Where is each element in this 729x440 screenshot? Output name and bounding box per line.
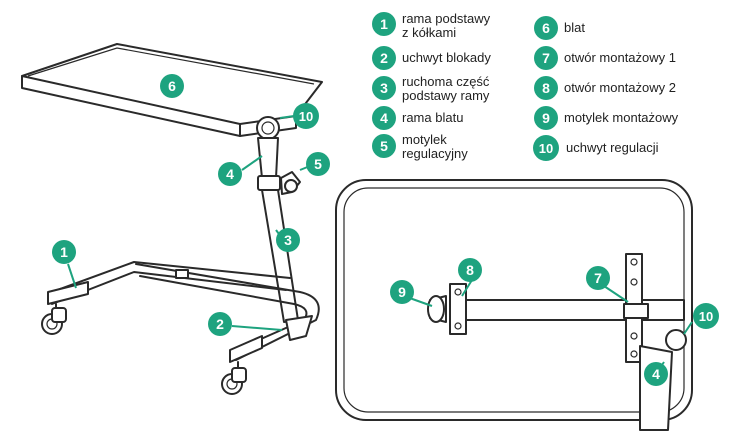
svg-text:5: 5 <box>380 138 388 154</box>
svg-text:otwór montażowy 1: otwór montażowy 1 <box>564 50 676 65</box>
svg-text:uchwyt blokady: uchwyt blokady <box>402 50 491 65</box>
svg-text:9: 9 <box>398 284 406 300</box>
svg-text:regulacyjny: regulacyjny <box>402 146 468 161</box>
svg-text:3: 3 <box>284 232 292 248</box>
callout-10-left: 10 <box>293 103 319 129</box>
svg-text:1: 1 <box>380 16 388 32</box>
svg-text:8: 8 <box>542 80 550 96</box>
callout-4-right: 4 <box>644 362 668 386</box>
svg-text:6: 6 <box>542 20 550 36</box>
legend-item-5: 5 motylek regulacyjny <box>372 132 468 161</box>
svg-text:6: 6 <box>168 78 176 94</box>
svg-text:motylek montażowy: motylek montażowy <box>564 110 679 125</box>
svg-text:blat: blat <box>564 20 585 35</box>
mounting-bar <box>452 300 684 320</box>
legend-item-10: 10 uchwyt regulacji <box>533 135 659 161</box>
adjustment-handle-right <box>666 330 686 350</box>
svg-text:9: 9 <box>542 110 550 126</box>
adjustment-knob <box>257 117 279 139</box>
caster-right <box>222 362 246 394</box>
legend-item-7: 7 otwór montażowy 1 <box>534 46 676 70</box>
callout-3: 3 <box>276 228 300 252</box>
caster-left <box>42 304 66 334</box>
svg-text:10: 10 <box>699 309 713 324</box>
callout-8: 8 <box>458 258 482 282</box>
svg-text:8: 8 <box>466 262 474 278</box>
mounting-butterfly <box>428 296 446 322</box>
svg-text:3: 3 <box>380 80 388 96</box>
underside-illustration <box>336 180 692 430</box>
svg-text:ruchoma część: ruchoma część <box>402 74 490 89</box>
callout-4-left: 4 <box>218 162 242 186</box>
callout-9: 9 <box>390 280 414 304</box>
svg-text:rama podstawy: rama podstawy <box>402 11 491 26</box>
svg-text:2: 2 <box>380 50 388 66</box>
callout-6: 6 <box>160 74 184 98</box>
mounting-hole-2-bracket <box>450 284 466 334</box>
svg-text:5: 5 <box>314 156 322 172</box>
svg-text:10: 10 <box>299 109 313 124</box>
svg-text:7: 7 <box>542 50 550 66</box>
legend-item-6: 6 blat <box>534 16 585 40</box>
svg-text:uchwyt regulacji: uchwyt regulacji <box>566 140 659 155</box>
svg-text:2: 2 <box>216 316 224 332</box>
svg-text:4: 4 <box>226 166 234 182</box>
legend-item-2: 2 uchwyt blokady <box>372 46 491 70</box>
callout-7: 7 <box>586 266 610 290</box>
callout-10-right: 10 <box>693 303 719 329</box>
frame-arm <box>640 346 672 430</box>
legend-item-3: 3 ruchoma część podstawy ramy <box>372 74 490 103</box>
svg-text:4: 4 <box>652 366 660 382</box>
callout-1: 1 <box>52 240 76 264</box>
locking-handle <box>286 316 312 340</box>
svg-text:4: 4 <box>380 110 388 126</box>
svg-text:motylek: motylek <box>402 132 447 147</box>
callout-5: 5 <box>306 152 330 176</box>
legend-item-8: 8 otwór montażowy 2 <box>534 76 676 100</box>
svg-text:z kółkami: z kółkami <box>402 25 456 40</box>
legend-item-9: 9 motylek montażowy <box>534 106 679 130</box>
svg-text:7: 7 <box>594 270 602 286</box>
legend-item-1: 1 rama podstawy z kółkami <box>372 11 491 40</box>
svg-text:otwór montażowy 2: otwór montażowy 2 <box>564 80 676 95</box>
svg-text:1: 1 <box>60 244 68 260</box>
svg-text:10: 10 <box>539 141 553 156</box>
svg-text:rama blatu: rama blatu <box>402 110 463 125</box>
legend-item-4: 4 rama blatu <box>372 106 463 130</box>
upper-column <box>258 138 278 178</box>
legend: 1 rama podstawy z kółkami 2 uchwyt bloka… <box>372 11 679 161</box>
butterfly-knob <box>281 172 300 194</box>
svg-text:podstawy ramy: podstawy ramy <box>402 88 490 103</box>
callout-2: 2 <box>208 312 232 336</box>
base-frame <box>48 262 319 362</box>
